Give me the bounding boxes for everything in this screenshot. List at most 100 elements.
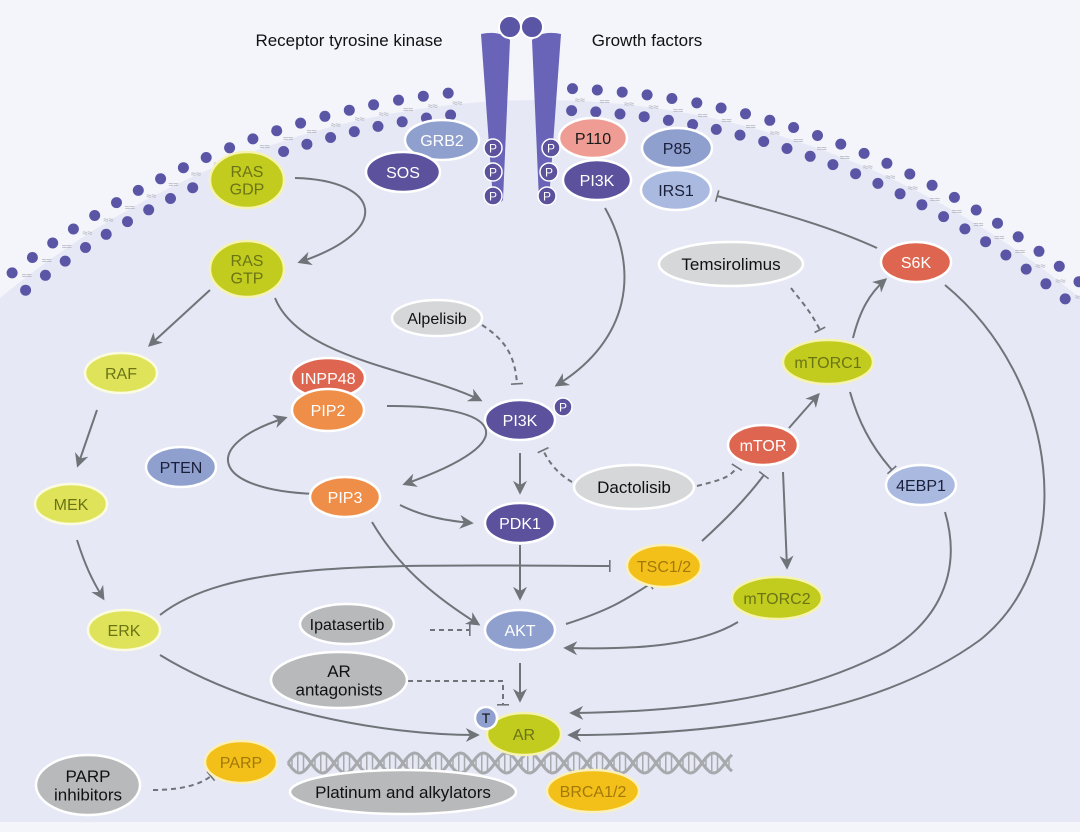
node-pip3-shape [308, 475, 382, 519]
node-raf-label: RAF [105, 366, 137, 383]
lipid-tail: ≈≈ [169, 180, 179, 190]
lipid-head-outer [177, 162, 189, 174]
lipid-tail: ≈≈ [452, 98, 462, 108]
edges-layer [75, 177, 1046, 791]
node-sos-label: SOS [386, 165, 420, 182]
lipid-tail: ≈≈ [1056, 276, 1066, 286]
node-s6k-shape [879, 240, 953, 284]
edge-erk-ar [159, 654, 480, 742]
lipid-tail: ≈≈ [62, 242, 72, 252]
lipid-head-outer [417, 90, 429, 102]
lipid-tail: ≈≈ [698, 110, 708, 120]
node-mtor-label: mTOR [740, 438, 787, 455]
edge-4ebp1-ar [569, 511, 952, 720]
node-t: T [473, 705, 499, 731]
node-grb2-shape [403, 118, 481, 162]
lipid-head-outer [641, 89, 653, 101]
node-pip2: PIP2 [290, 387, 366, 433]
node-mtor: mTOR [726, 423, 800, 467]
edge-rasgtp-raf [147, 289, 211, 347]
lipid-head-inner [445, 109, 457, 121]
edge-temsirolimus-mtorc1 [790, 287, 826, 334]
lipid-tail: ≈≈ [1015, 246, 1025, 256]
lipid-head-inner [687, 119, 699, 130]
bottom-strip [0, 822, 1080, 832]
lipid-tail: ≈≈ [793, 136, 803, 146]
node-inpp48-label: INPP48 [300, 371, 355, 388]
node-erk-shape [86, 608, 162, 652]
node-t-label: T [482, 710, 491, 726]
lipid-head-outer [835, 138, 847, 150]
lipid-tail: ≈≈ [428, 101, 438, 111]
node-mek: MEK [33, 482, 109, 526]
cell-membrane: ≈≈≈≈≈≈≈≈≈≈≈≈≈≈≈≈≈≈≈≈≈≈≈≈≈≈≈≈≈≈≈≈≈≈≈≈≈≈≈≈… [6, 83, 1080, 305]
node-mtorc1: mTORC1 [781, 338, 875, 386]
lipid-head-inner [80, 242, 91, 253]
node-4ebp1: 4EBP1 [884, 463, 958, 507]
node-p85-label: P85 [663, 141, 692, 158]
phosphate-badge: P [483, 162, 503, 182]
node-raf: RAF [83, 351, 159, 395]
node-pdk1-shape [483, 501, 557, 545]
lipid-head-outer [881, 157, 893, 169]
node-s6k: S6K [879, 240, 953, 284]
lipid-head-inner [980, 236, 992, 248]
edge-dactolisib-mtor [696, 463, 743, 487]
node-erk: ERK [86, 608, 162, 652]
node-grb2: GRB2 [403, 118, 481, 162]
lipid-head-inner [396, 116, 408, 128]
node-ras_gdp-label: GDP [230, 182, 265, 199]
lipid-head-inner [20, 284, 32, 296]
lipid-head-outer [247, 133, 259, 145]
lipid-head-outer [1012, 231, 1024, 243]
lipid-tail: ≈≈ [22, 270, 32, 280]
lipid-head-inner [278, 146, 290, 157]
growth-factors-label: Growth factors [592, 31, 703, 50]
lipid-head-outer [89, 210, 101, 221]
drug-alpelisib-shape [390, 298, 484, 338]
node-ras_gtp-shape [208, 239, 286, 299]
lipid-head-inner [566, 105, 578, 117]
node-mtorc1-shape [781, 338, 875, 386]
lipid-head-outer [155, 173, 167, 185]
node-mtor-shape [726, 423, 800, 467]
lipid-head-inner [590, 106, 602, 118]
phosphate-badge: P [537, 186, 557, 206]
drug-temsirolimus-label: Temsirolimus [681, 255, 780, 274]
drug-dactolisib-shape [572, 463, 696, 511]
node-pi3k-shape [483, 398, 557, 442]
node-tsc12-shape [625, 543, 703, 589]
drug-platinum: Platinum and alkylators [288, 768, 518, 816]
edge-mek-erk [76, 539, 105, 601]
lipid-head-outer [26, 252, 38, 263]
lipid-head-inner [372, 120, 384, 132]
lipid-tail: ≈≈ [995, 233, 1005, 243]
lipid-tail: ≈≈ [624, 99, 634, 109]
node-sos-shape [364, 150, 442, 194]
lipid-head-outer [764, 114, 776, 126]
edge-arantagonists-ar [408, 680, 509, 706]
node-pdk1-label: PDK1 [499, 516, 541, 533]
lipid-tail: ≈≈ [1036, 261, 1046, 271]
node-p110: P110 [557, 116, 629, 160]
phosphate-circle [537, 186, 557, 206]
phosphate-badge: P [483, 138, 503, 158]
dna-strand [286, 751, 734, 775]
node-p110-label: P110 [575, 131, 611, 148]
lipid-head-outer [224, 142, 236, 154]
growth-factor-ligand [498, 15, 522, 39]
node-parp-shape [203, 739, 279, 785]
lipid-tail: ≈≈ [840, 153, 850, 163]
drug-alpelisib: Alpelisib [390, 298, 484, 338]
phosphate-circle [483, 138, 503, 158]
node-pip3-label: PIP3 [328, 490, 363, 507]
lipid-head-outer [1053, 260, 1065, 272]
lipid-head-outer [47, 237, 59, 249]
node-brca12-shape [545, 768, 641, 814]
lipid-head-inner [916, 199, 928, 211]
edge-alpelisib-pi3k [481, 324, 524, 386]
lipid-head-inner [804, 150, 816, 162]
